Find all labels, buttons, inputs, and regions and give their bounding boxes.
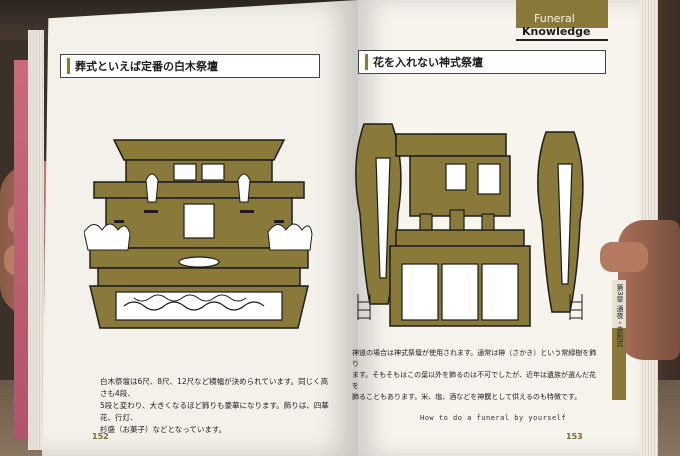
- right-caption-line: 飾ることもあります。米、塩、酒などを神饌として供えるのも特徴です。: [352, 393, 582, 401]
- left-page-stack: [28, 30, 44, 450]
- right-page-number: 153: [566, 432, 583, 441]
- running-footer: How to do a funeral by yourself: [420, 414, 567, 422]
- section-tag: Funeral Knowledge: [516, 0, 608, 44]
- left-caption-line: 杉盛（お菓子）などとなっています。: [100, 425, 227, 434]
- chapter-tab-text: 第3章 通夜・告別式: [616, 284, 624, 347]
- title-marker: [67, 58, 70, 74]
- right-page: [358, 0, 640, 456]
- left-page-number: 152: [92, 432, 109, 441]
- shinto-altar-illustration: [355, 123, 584, 327]
- chapter-side-tab: 第3章 通夜・告別式: [612, 280, 626, 400]
- section-tag-box: [516, 0, 608, 28]
- left-page-title: 葬式といえば定番の白木祭壇: [75, 60, 218, 73]
- right-caption-line: 神道の場合は神式祭壇が使用されます。通常は榊（さかき）という常緑樹を飾り: [352, 349, 597, 368]
- title-marker: [365, 54, 368, 70]
- section-tag-rule: [516, 39, 608, 41]
- left-caption-line: 白木祭壇は6尺、8尺、12尺など横幅が決められています。同じく高さも4段、: [100, 377, 329, 398]
- section-tag-line1: Funeral: [534, 12, 575, 25]
- chapter-tab-strip: [612, 328, 626, 400]
- left-title-box: 葬式といえば定番の白木祭壇: [60, 54, 320, 78]
- shiraki-altar-illustration: [84, 139, 313, 329]
- left-caption: 白木祭壇は6尺、8尺、12尺など横幅が決められています。同じく高さも4段、 5段…: [100, 376, 330, 436]
- section-tag-line2: Knowledge: [522, 25, 591, 38]
- right-title-box: 花を入れない神式祭壇: [358, 50, 606, 74]
- right-thumb: [600, 242, 648, 272]
- book-cover-edge: [14, 60, 28, 440]
- right-caption: 神道の場合は神式祭壇が使用されます。通常は榊（さかき）という常緑樹を飾り ます。…: [352, 348, 602, 403]
- right-caption-line: ます。そもそもはこの葉以外を飾るのは不可でしたが、近年は遺族が選んだ花を: [352, 371, 597, 390]
- right-hand: [600, 220, 680, 360]
- right-page-title: 花を入れない神式祭壇: [373, 56, 483, 69]
- left-caption-line: 5段と変わり、大きくなるほど飾りも豪華になります。飾りは、四華花、行灯、: [100, 401, 329, 422]
